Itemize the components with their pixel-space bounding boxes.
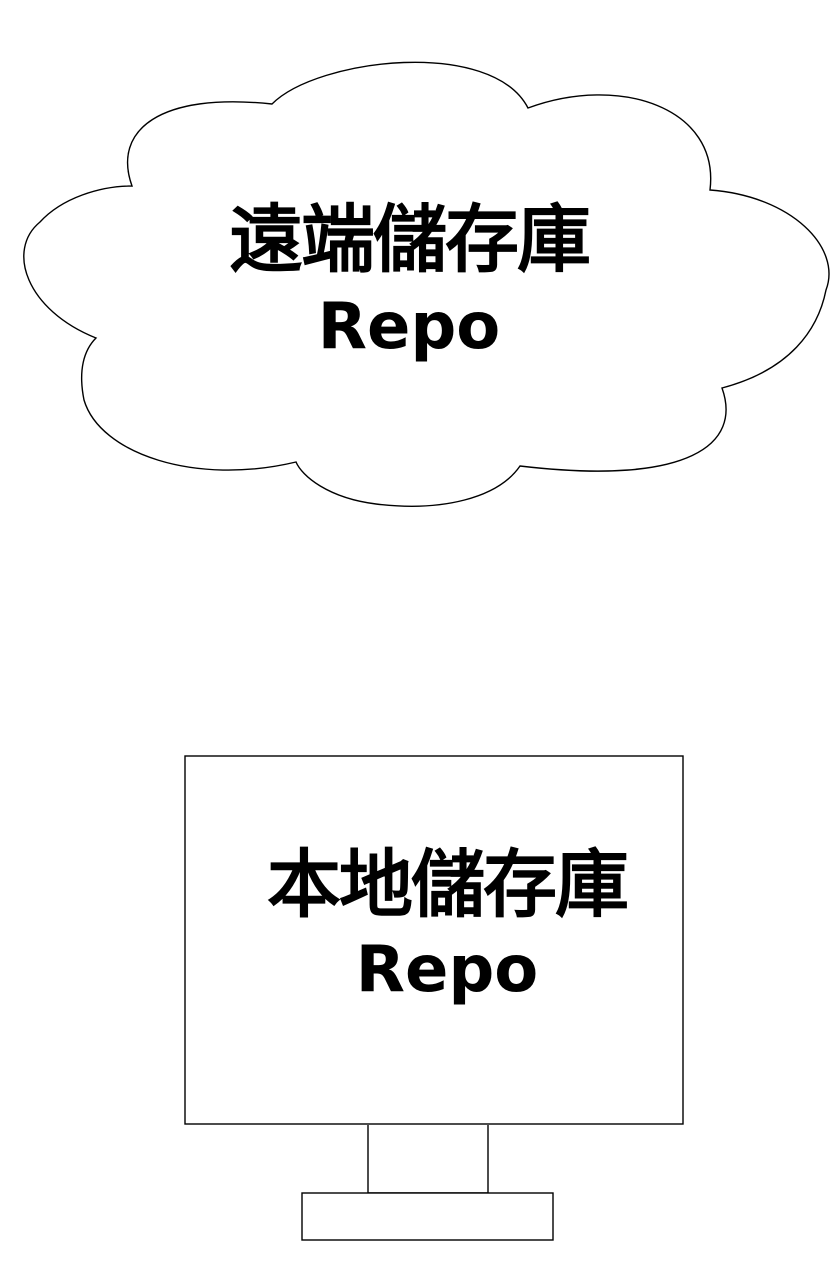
remote-repo-subtitle: Repo — [317, 290, 501, 364]
monitor-base — [301, 1192, 554, 1241]
remote-repo-cloud — [23, 61, 830, 507]
remote-repo-title: 遠端儲存庫 — [229, 197, 591, 283]
local-repo-title: 本地儲存庫 — [267, 842, 629, 928]
local-repo-monitor-screen — [184, 755, 684, 1125]
monitor-neck — [367, 1125, 489, 1194]
local-repo-subtitle: Repo — [355, 933, 539, 1007]
